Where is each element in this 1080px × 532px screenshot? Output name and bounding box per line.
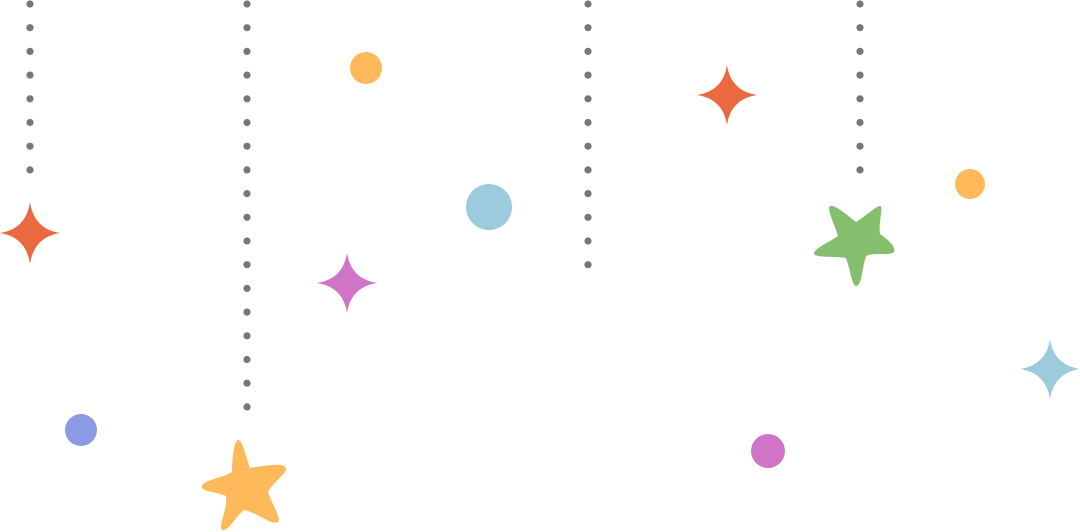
sparkle-icon: [697, 65, 757, 125]
dotted-strand-4: [856, 0, 864, 174]
strand-dot: [243, 166, 251, 174]
strand-dot: [584, 166, 592, 174]
strand-dot: [584, 142, 592, 150]
strand-dot: [584, 118, 592, 127]
strand-dot: [243, 379, 251, 387]
star-icon: [201, 440, 287, 531]
strand-dot: [243, 71, 251, 79]
circle-icon: [466, 184, 512, 230]
strand-dot: [26, 95, 34, 103]
strand-dot: [243, 24, 251, 32]
strand-dot: [243, 47, 251, 56]
sparkle-icon: [0, 202, 60, 264]
strand-dot: [243, 308, 251, 316]
strand-dot: [26, 118, 34, 127]
strand-dot: [856, 166, 864, 174]
strand-dot: [856, 24, 864, 32]
strand-dot: [584, 24, 592, 32]
strand-dot: [584, 71, 592, 79]
strand-dot: [584, 190, 592, 198]
strand-dot: [584, 237, 592, 245]
strand-dot: [243, 118, 251, 127]
strand-dot: [243, 95, 251, 103]
circle-icon: [350, 52, 382, 84]
strand-dot: [243, 284, 251, 292]
strand-dot: [26, 166, 34, 174]
sparkle-icon: [1020, 339, 1080, 399]
strand-dot: [26, 47, 34, 56]
sparkle-icon: [317, 253, 377, 313]
strand-dot: [243, 0, 251, 8]
star-icon: [814, 205, 895, 286]
strand-dot: [26, 71, 34, 79]
strand-dot: [584, 47, 592, 56]
strand-dot: [243, 190, 251, 198]
strand-dot: [584, 95, 592, 103]
strand-dot: [856, 0, 864, 8]
strand-dot: [243, 213, 251, 221]
strand-dot: [243, 237, 251, 245]
strand-dot: [584, 261, 592, 269]
circle-icon: [65, 414, 97, 446]
strand-dot: [856, 95, 864, 103]
strand-dot: [243, 142, 251, 150]
strand-dot: [26, 24, 34, 32]
strand-dot: [26, 0, 34, 8]
strand-dot: [584, 213, 592, 221]
strand-dot: [856, 142, 864, 150]
dotted-strand-2: [243, 0, 251, 411]
strand-dot: [856, 118, 864, 127]
strand-dot: [26, 142, 34, 150]
strand-dot: [856, 71, 864, 79]
circle-icon: [955, 169, 985, 199]
dotted-strand-1: [26, 0, 34, 174]
strand-dot: [243, 355, 251, 364]
circle-icon: [751, 434, 785, 468]
strand-dot: [856, 47, 864, 56]
strand-dot: [243, 403, 251, 411]
dotted-strand-3: [584, 0, 592, 269]
strand-dot: [243, 332, 251, 340]
strand-dot: [243, 261, 251, 269]
strand-dot: [584, 0, 592, 8]
